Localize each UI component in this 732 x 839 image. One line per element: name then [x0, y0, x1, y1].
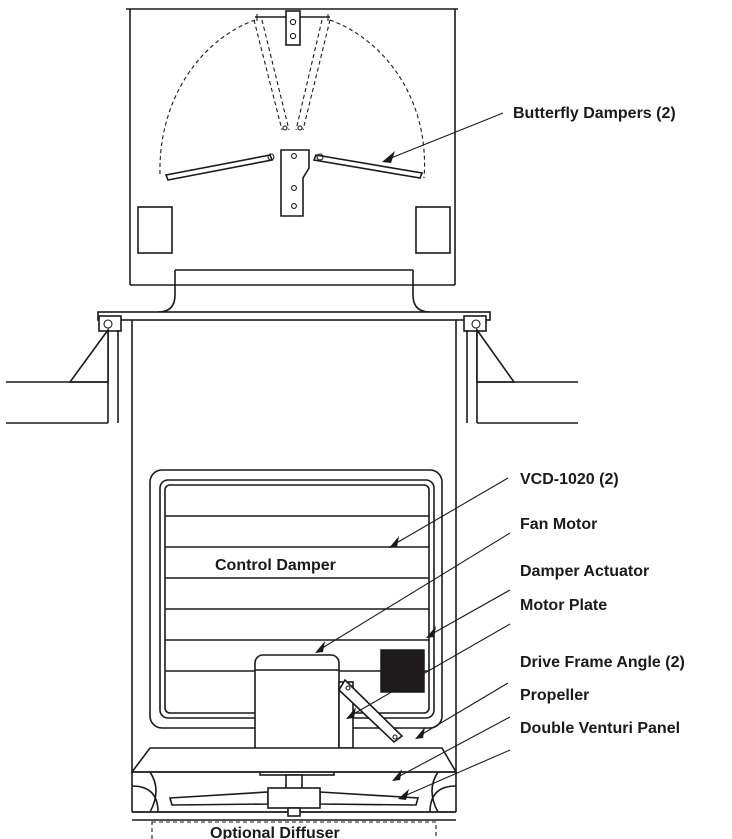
label-damper-actuator: Damper Actuator [520, 563, 649, 580]
top-hinge-bracket [255, 10, 330, 46]
damper-actuator-box [380, 649, 425, 693]
butterfly-damper-blades [164, 149, 424, 217]
label-propeller: Propeller [520, 687, 589, 704]
damper-housing [126, 8, 458, 313]
drive-frame-angle [130, 747, 458, 773]
leader-lines [315, 112, 511, 800]
roof-curb [6, 311, 578, 424]
label-fan-motor: Fan Motor [520, 516, 597, 533]
label-butterfly-dampers: Butterfly Dampers (2) [513, 105, 676, 122]
label-optional-diffuser: Optional Diffuser [210, 825, 340, 839]
butterfly-damper-open-position [159, 19, 426, 179]
label-vcd: VCD-1020 (2) [520, 471, 619, 488]
label-drive-frame-angle: Drive Frame Angle (2) [520, 654, 685, 671]
label-motor-plate: Motor Plate [520, 597, 607, 614]
propeller [168, 774, 420, 817]
optional-diffuser-outline [151, 821, 437, 839]
label-control-damper: Control Damper [215, 557, 336, 574]
label-double-venturi-panel: Double Venturi Panel [520, 720, 680, 737]
